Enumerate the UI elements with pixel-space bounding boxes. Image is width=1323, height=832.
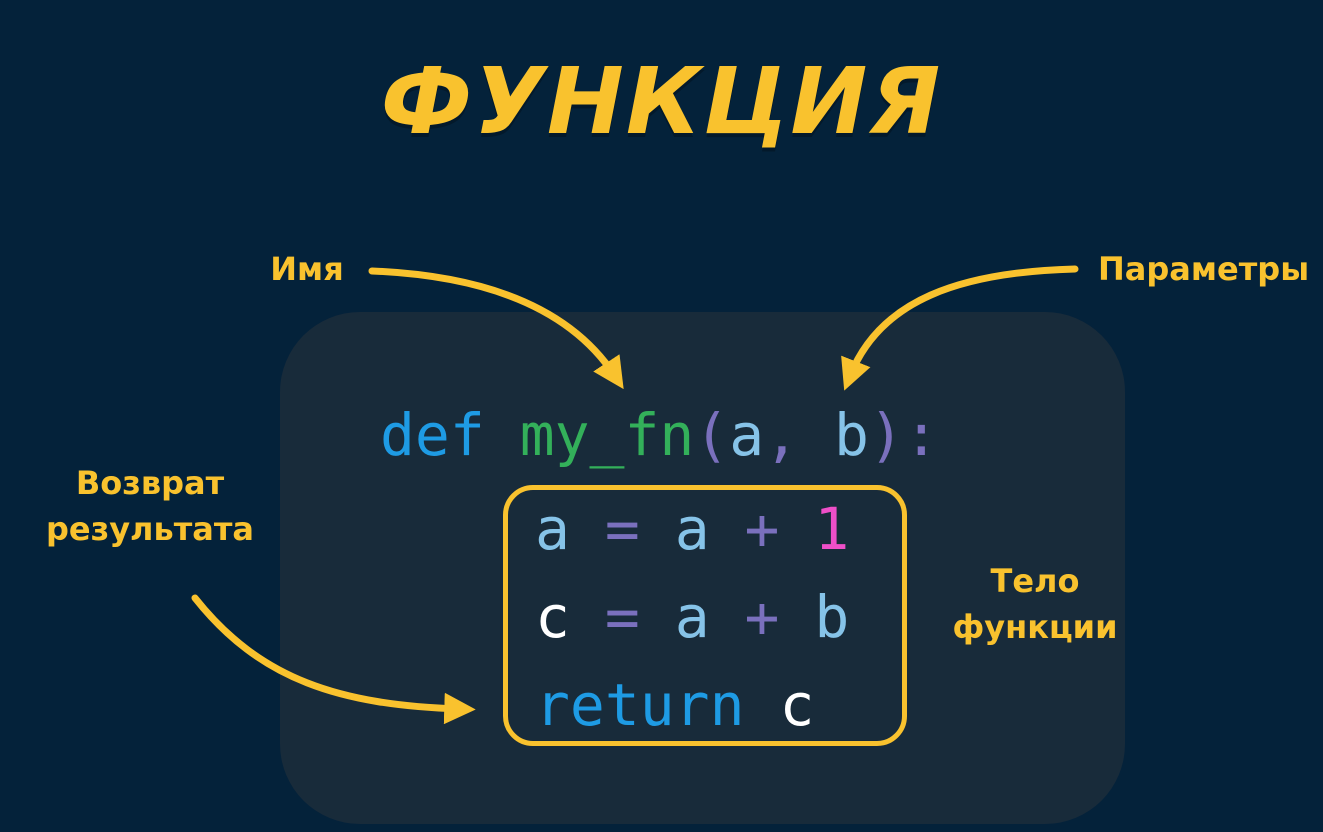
return-keyword: return (535, 671, 745, 739)
def-keyword: def (380, 401, 485, 469)
label-name: Имя (270, 250, 344, 288)
open-paren: ( (694, 401, 730, 469)
code-line-increment: a = a + 1 (535, 500, 849, 558)
arrow-parameters (841, 265, 1079, 391)
close-paren: ) (868, 401, 904, 469)
assign-target-c: c (535, 583, 570, 651)
arrow-name (368, 267, 624, 390)
plus-operator: + (744, 495, 780, 563)
return-value: c (779, 671, 815, 739)
colon: : (903, 401, 939, 469)
comma: , (764, 401, 800, 469)
operand-a: a (674, 495, 710, 563)
code-panel (280, 312, 1125, 824)
operand-b: b (814, 583, 850, 651)
function-name: my_fn (519, 401, 695, 469)
label-body: Тело функции (935, 558, 1135, 650)
equals-operator: = (604, 583, 640, 651)
label-body-line1: Тело (990, 562, 1080, 600)
label-body-line2: функции (952, 608, 1118, 646)
operand-a: a (674, 583, 710, 651)
plus-operator: + (744, 583, 780, 651)
label-parameters: Параметры (1098, 250, 1310, 288)
label-return-line2: результата (45, 510, 254, 548)
label-return-line1: Возврат (75, 464, 225, 502)
arrow-return (191, 594, 476, 725)
code-line-sum: c = a + b (535, 588, 849, 646)
param-b: b (833, 401, 869, 469)
equals-operator: = (604, 495, 640, 563)
code-line-signature: def my_fn(a, b): (380, 406, 939, 464)
param-a: a (729, 401, 765, 469)
label-return: Возврат результата (30, 460, 270, 552)
page-title: ФУНКЦИЯ (380, 48, 943, 155)
assign-target-a: a (535, 495, 570, 563)
number-literal: 1 (814, 495, 850, 563)
code-line-return: return c (535, 676, 814, 734)
function-body-box (503, 485, 907, 746)
